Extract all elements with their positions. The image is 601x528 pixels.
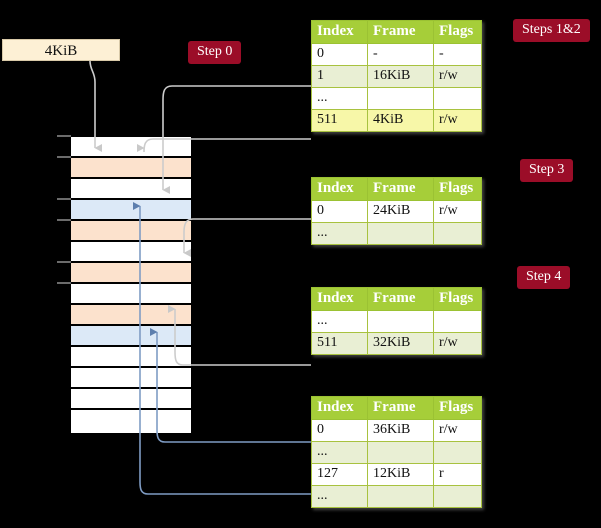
memory-tick [57,261,71,263]
cell-flags [433,441,482,464]
physical-memory-column [70,135,191,434]
memory-tick [57,156,71,158]
cell-index: ... [311,87,368,110]
memory-frame-row [71,325,191,346]
cell-frame: 12KiB [367,463,434,486]
step-badge-step-0: Step 0 [188,41,242,64]
table-row[interactable]: 0-- [311,43,482,66]
step-badge-steps-1-2: Steps 1&2 [513,19,590,42]
column-header-index: Index [311,396,368,420]
memory-frame-row [71,241,191,262]
wire-pdpt-24kib-to-memory [183,218,311,257]
cell-flags [433,87,482,110]
column-header-index: Index [311,177,368,201]
memory-tick [57,282,71,284]
memory-tick [57,135,71,137]
cell-index: ... [311,485,368,508]
cell-frame [367,87,434,110]
memory-frame-row [71,220,191,241]
cell-flags: r/w [433,109,482,132]
memory-frame-row [71,262,191,283]
cell-flags [433,222,482,245]
column-header-frame: Frame [367,20,434,44]
column-header-flags: Flags [433,20,482,44]
memory-frame-row [71,136,191,157]
cell-index: 1 [311,65,368,88]
memory-frame-row [71,367,191,388]
cell-frame: 36KiB [367,419,434,442]
memory-tick [57,198,71,200]
cell-flags: r/w [433,419,482,442]
memory-frame-row [71,283,191,304]
memory-frame-row [71,346,191,367]
cell-frame [367,441,434,464]
cell-frame: 16KiB [367,65,434,88]
cell-flags: - [433,43,482,66]
column-header-flags: Flags [433,287,482,311]
cell-frame [367,485,434,508]
table-row[interactable]: ... [311,485,482,508]
cell-index: 0 [311,200,368,223]
memory-tick [57,219,71,221]
cell-flags: r [433,463,482,486]
memory-frame-row [71,178,191,199]
table-row[interactable]: ... [311,87,482,110]
cell-frame: - [367,43,434,66]
cell-index: 127 [311,463,368,486]
cell-flags [433,485,482,508]
cell-index: 511 [311,109,368,132]
cell-flags: r/w [433,200,482,223]
memory-frame-row [71,388,191,409]
source-frame-box: 4KiB [2,39,120,61]
step-badge-step-4: Step 4 [517,266,571,289]
wire-pd-32kib-to-memory [168,305,311,366]
cell-frame: 24KiB [367,200,434,223]
memory-frame-row [71,409,191,434]
column-header-flags: Flags [433,396,482,420]
cell-index: ... [311,222,368,245]
cell-frame [367,222,434,245]
cell-index: 0 [311,419,368,442]
cell-frame [367,310,434,333]
cell-index: 0 [311,43,368,66]
cell-frame: 32KiB [367,332,434,355]
cell-flags: r/w [433,332,482,355]
memory-frame-row [71,199,191,220]
cell-flags [433,310,482,333]
column-header-index: Index [311,287,368,311]
column-header-frame: Frame [367,396,434,420]
table-row[interactable]: ... [311,310,482,333]
cell-flags: r/w [433,65,482,88]
table-row[interactable]: ... [311,222,482,245]
cell-frame: 4KiB [367,109,434,132]
memory-frame-row [71,157,191,178]
cell-index: 511 [311,332,368,355]
table-row[interactable]: ... [311,441,482,464]
column-header-index: Index [311,20,368,44]
memory-frame-row [71,304,191,325]
column-header-flags: Flags [433,177,482,201]
cell-index: ... [311,441,368,464]
column-header-frame: Frame [367,177,434,201]
step-badge-step-3: Step 3 [520,159,574,182]
cell-index: ... [311,310,368,333]
column-header-frame: Frame [367,287,434,311]
